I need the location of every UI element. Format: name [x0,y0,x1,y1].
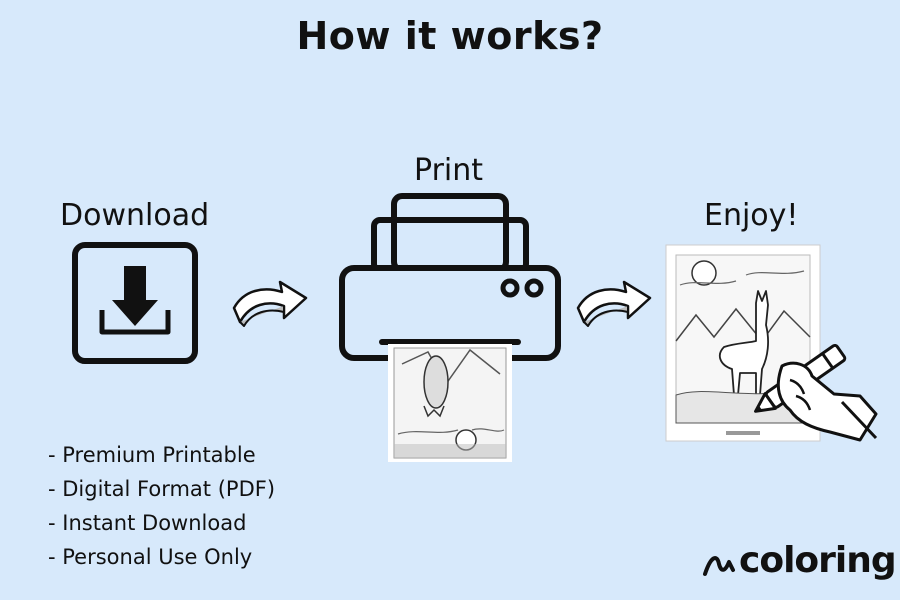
brand-name: coloring [739,540,897,581]
feature-personal: - Personal Use Only [48,545,253,569]
brand-logo: coloring [703,540,897,581]
enjoy-label: Enjoy! [704,198,799,233]
download-label: Download [60,198,210,233]
feature-list: - Premium Printable - Digital Format (PD… [48,438,275,574]
arrow-right-icon [576,280,652,327]
coloring-page [665,244,821,442]
feature-instant: - Instant Download [48,511,247,535]
print-label: Print [414,153,484,188]
pencil-hand-icon [754,343,878,442]
feature-premium: - Premium Printable [48,443,256,467]
download-icon [72,242,198,364]
printer-icon [339,193,561,361]
page-title: How it works? [296,14,604,58]
brand-swirl-icon [703,556,735,576]
arrow-right-icon [232,280,308,327]
printed-page [388,344,512,462]
feature-digital: - Digital Format (PDF) [48,477,276,501]
